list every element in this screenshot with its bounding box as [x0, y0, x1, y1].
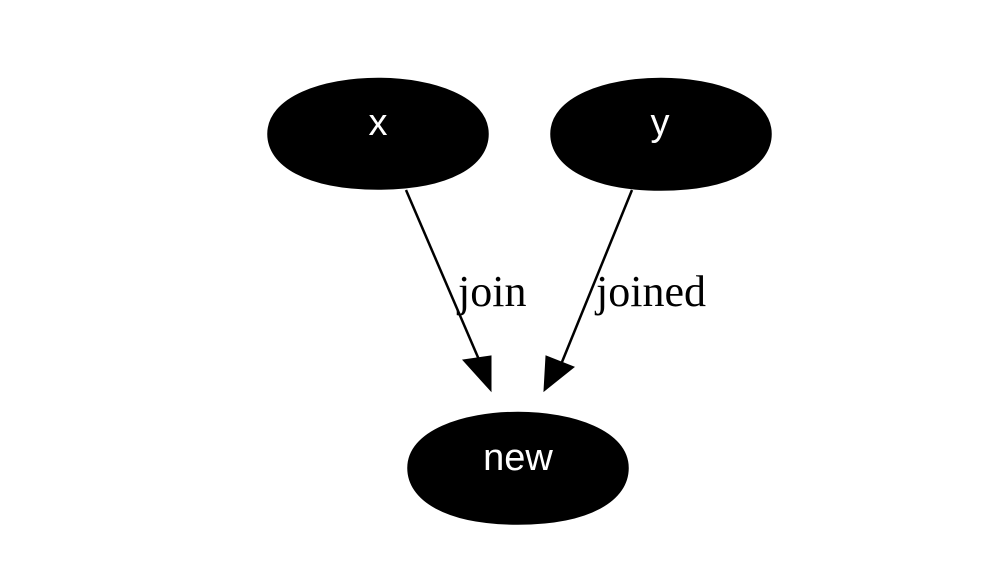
node-x-label: x: [369, 102, 388, 144]
arrowhead-x-new: [461, 355, 492, 393]
edge-label-joined: joined: [594, 267, 706, 316]
edge-line-y-new: [560, 189, 634, 363]
edge-line-x-new: [404, 189, 482, 363]
edge-x-to-new: join: [404, 189, 526, 393]
arrowhead-y-new: [543, 355, 575, 393]
edge-label-join: join: [456, 267, 526, 316]
edge-y-to-new: joined: [543, 189, 706, 393]
node-y-label: y: [651, 102, 670, 144]
node-new-label: new: [483, 437, 553, 479]
node-x: x: [267, 77, 489, 190]
node-y: y: [550, 77, 772, 191]
node-x-shape: [267, 77, 489, 190]
node-y-shape: [550, 77, 772, 191]
node-new-shape: [407, 411, 629, 525]
node-new: new: [407, 411, 629, 525]
